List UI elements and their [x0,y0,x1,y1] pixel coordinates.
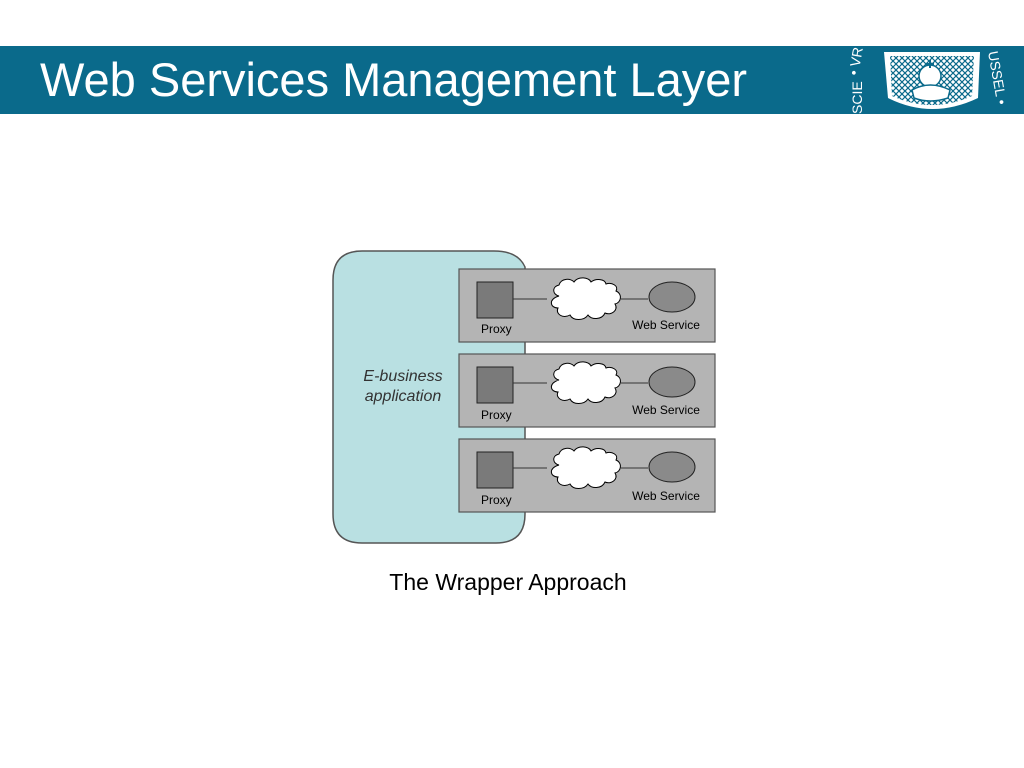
wrapper-row-1: Proxy Web Service [458,268,716,343]
cloud-icon [550,446,621,489]
wrapper-row-2: Proxy Web Service [458,353,716,428]
proxy-box [476,281,514,319]
application-label-line2: application [365,388,442,405]
web-service-label: Web Service [632,403,700,417]
svg-text:SCIE: SCIE [849,81,865,114]
web-service-label: Web Service [632,489,700,503]
svg-text:• VR: • VR [845,46,866,77]
university-seal-logo: • VR SCIE USSEL • [842,46,1024,114]
wrapper-diagram: E-business application Proxy Web Service… [332,250,716,544]
proxy-box [476,366,514,404]
web-service-node [648,366,696,398]
application-label-line1: E-business [363,368,442,385]
web-service-label: Web Service [632,318,700,332]
slide-title: Web Services Management Layer [40,53,748,106]
diagram-caption: The Wrapper Approach [0,568,1024,596]
web-service-node [648,451,696,483]
web-service-node [648,281,696,313]
proxy-label: Proxy [481,322,512,336]
caption-text: The Wrapper Approach [389,569,627,595]
wrapper-row-3: Proxy Web Service [458,438,716,513]
cloud-icon [550,277,621,320]
proxy-label: Proxy [481,408,512,422]
proxy-box [476,451,514,489]
cloud-icon [550,361,621,404]
proxy-label: Proxy [481,493,512,507]
